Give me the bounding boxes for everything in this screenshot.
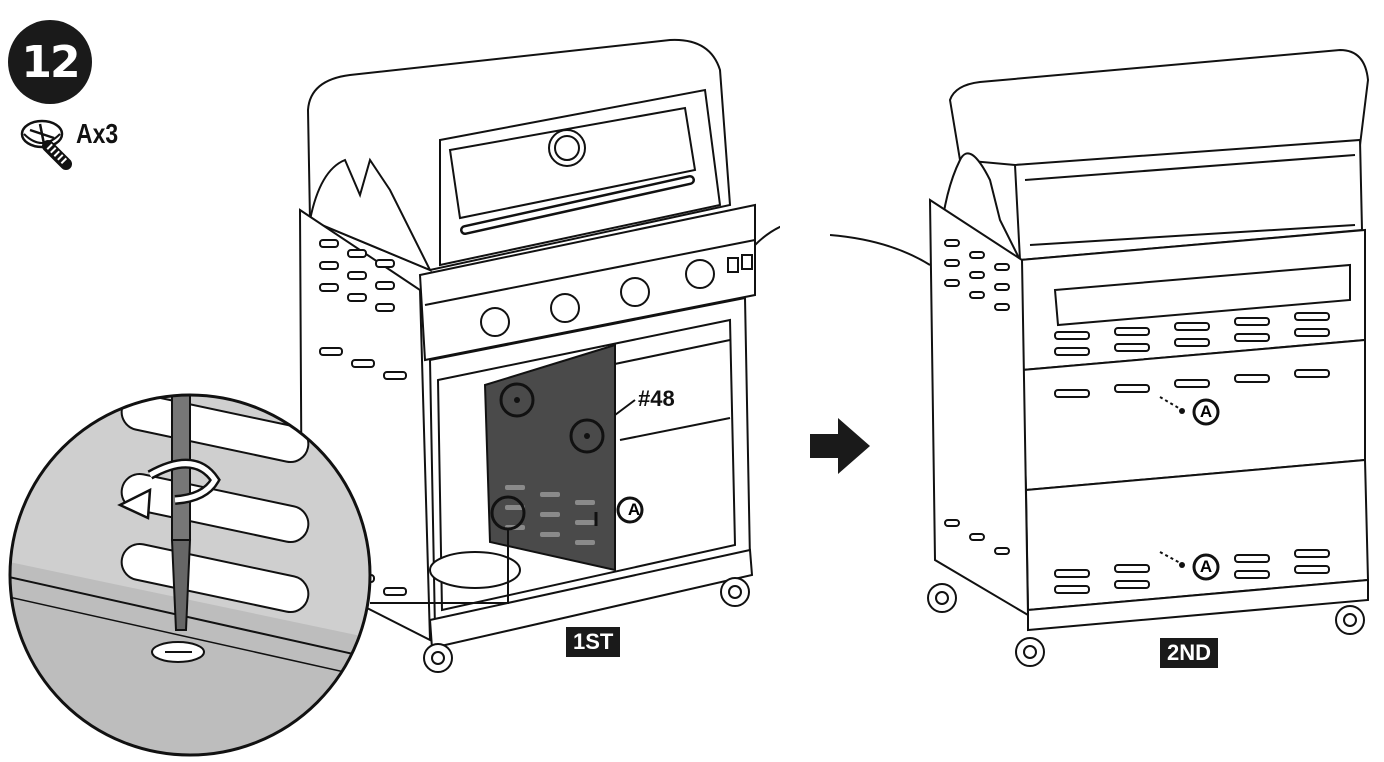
step-number: 12 <box>21 36 80 88</box>
part-number-label: #48 <box>638 386 675 411</box>
right-arrow-icon <box>810 418 870 474</box>
zoom-detail-circle <box>8 393 372 757</box>
hardware-quantity: Ax3 <box>76 118 119 149</box>
screw-icon <box>20 119 72 170</box>
grill-rear-view <box>830 48 1370 667</box>
screw-callout-a-upper: A <box>1199 402 1213 421</box>
screw-callout-a-lower: A <box>1199 557 1213 576</box>
grill-front-view <box>298 38 780 673</box>
screw-callout-a-first: A <box>627 500 641 519</box>
order-label-second: 2ND <box>1160 638 1219 668</box>
order-label-first: 1ST <box>566 627 621 657</box>
step-number-badge: 12 <box>8 20 92 104</box>
